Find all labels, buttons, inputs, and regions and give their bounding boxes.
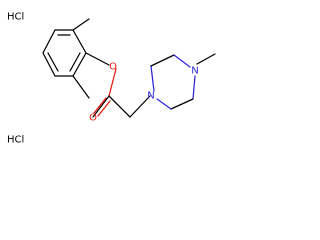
methyl-substituents bbox=[72, 18, 90, 99]
bottom-methyl-bond bbox=[72, 75, 90, 99]
ring-bond-2 bbox=[72, 29, 87, 54]
heteroatom-labels: O O N N bbox=[89, 62, 199, 124]
chemical-structure: HCl HCl O O N N bbox=[7, 12, 216, 146]
piperazine-ring bbox=[150, 53, 216, 110]
ring-inner-bond-2 bbox=[69, 52, 81, 72]
carbonyl-double-bond-inner bbox=[97, 100, 111, 117]
piperazine-bond-5 bbox=[170, 98, 194, 110]
ester-oxygen-label: O bbox=[109, 62, 117, 73]
piperazine-bond-3 bbox=[173, 54, 191, 68]
ring-bond-5 bbox=[42, 52, 56, 77]
ring-inner-bond-3 bbox=[47, 52, 59, 72]
aromatic-ring bbox=[42, 29, 87, 77]
piperazine-bond-4 bbox=[192, 75, 196, 100]
carbonyl-to-methylene-bond bbox=[108, 95, 131, 118]
n-methyl-bond bbox=[196, 53, 216, 65]
hcl-label-bottom: HCl bbox=[7, 135, 24, 146]
piperazine-bond-2 bbox=[150, 54, 175, 67]
salt-annotations: HCl HCl bbox=[7, 12, 24, 146]
ester-linkage bbox=[85, 52, 151, 118]
aryl-oxygen-bond bbox=[85, 52, 110, 66]
piperazine-bond-6 bbox=[156, 98, 172, 110]
top-methyl-bond bbox=[72, 18, 90, 31]
piperazine-bond-1 bbox=[150, 65, 155, 92]
ring-bond-6 bbox=[42, 29, 56, 54]
carbonyl-oxygen-label: O bbox=[89, 113, 97, 124]
carbonyl-double-bond-outer bbox=[93, 97, 107, 114]
ring-bond-3 bbox=[72, 52, 87, 77]
piperazine-n4-label: N bbox=[191, 66, 198, 77]
piperazine-n1-label: N bbox=[147, 91, 154, 102]
hcl-label-top: HCl bbox=[7, 12, 24, 23]
oxygen-carbon-bond bbox=[108, 68, 117, 97]
carbonyl-carbon-left-bond bbox=[92, 95, 110, 118]
methylene-to-nitrogen-bond bbox=[129, 95, 151, 118]
